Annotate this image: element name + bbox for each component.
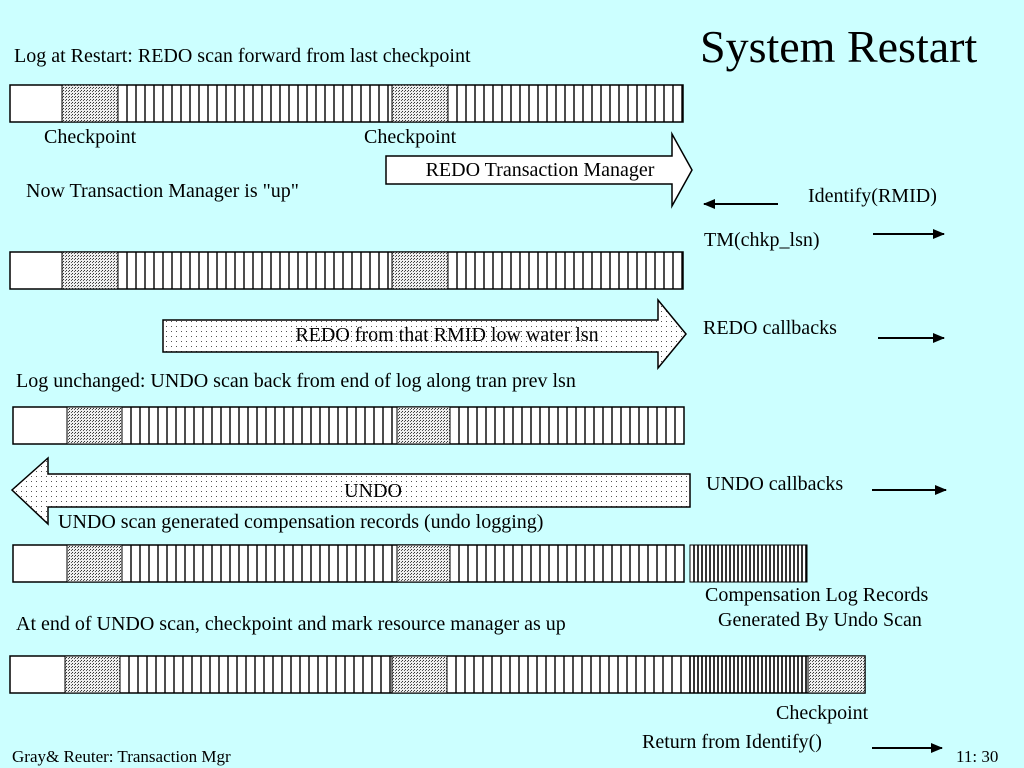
footer-right: 11: 30 <box>956 747 999 766</box>
tm-chkp-label: TM(chkp_lsn) <box>704 229 820 251</box>
log-bar-4 <box>12 544 808 583</box>
caption-log-at-restart: Log at Restart: REDO scan forward from l… <box>14 45 471 67</box>
footer-left: Gray& Reuter: Transaction Mgr <box>12 747 231 766</box>
caption-end-of-undo: At end of UNDO scan, checkpoint and mark… <box>16 613 566 635</box>
undo-arrow-label: UNDO <box>344 480 402 502</box>
identify-rmid-label: Identify(RMID) <box>808 185 937 207</box>
compensation-records <box>689 544 808 583</box>
checkpoint-label-1: Checkpoint <box>44 126 137 148</box>
redo-tm-arrow-label: REDO Transaction Manager <box>426 159 655 181</box>
checkpoint-label-2: Checkpoint <box>364 126 457 148</box>
redo-callbacks-label: REDO callbacks <box>703 317 837 339</box>
log-bar-3 <box>12 406 685 445</box>
undo-arrow: UNDO <box>10 456 691 526</box>
redo-tm-arrow: REDO Transaction Manager <box>385 131 693 209</box>
return-identify-label: Return from Identify() <box>642 731 822 753</box>
log-bar-1 <box>9 84 684 123</box>
log-bar-5 <box>9 655 866 694</box>
slide-title: System Restart <box>700 21 978 72</box>
compensation-label-line2: Generated By Undo Scan <box>718 609 922 631</box>
log-bar-2 <box>9 251 684 290</box>
checkpoint-label-final: Checkpoint <box>776 702 869 724</box>
caption-tm-up: Now Transaction Manager is "up" <box>26 180 299 202</box>
compensation-label-line1: Compensation Log Records <box>705 584 929 606</box>
caption-log-unchanged: Log unchanged: UNDO scan back from end o… <box>16 370 576 392</box>
caption-undo-generated: UNDO scan generated compensation records… <box>58 511 544 533</box>
redo-rmid-arrow: REDO from that RMID low water lsn <box>162 297 687 371</box>
undo-callbacks-label: UNDO callbacks <box>706 473 844 495</box>
redo-rmid-arrow-label: REDO from that RMID low water lsn <box>295 324 598 346</box>
